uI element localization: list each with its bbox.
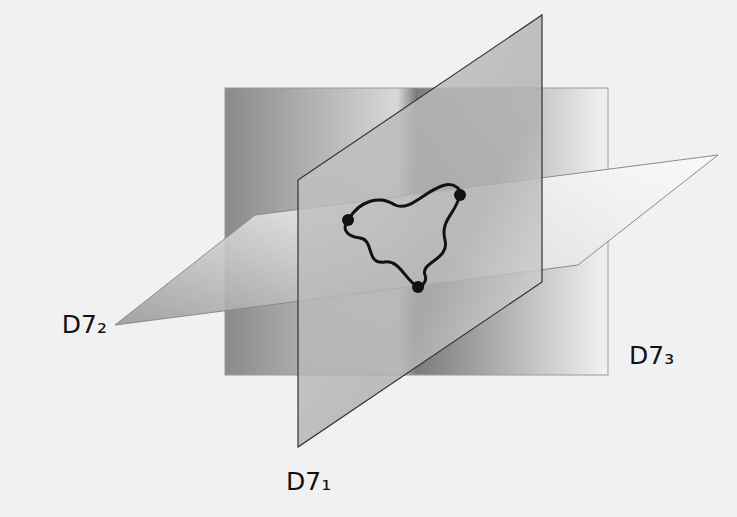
plane-label: D7₃ [626, 341, 677, 371]
plane-label: D7₁ [283, 467, 334, 497]
string-endpoint [454, 189, 466, 201]
plane-label: D7₂ [59, 310, 110, 340]
open-string [345, 185, 460, 287]
string-endpoint [342, 214, 354, 226]
d7-1-plane [298, 15, 542, 447]
string-endpoint [412, 281, 424, 293]
